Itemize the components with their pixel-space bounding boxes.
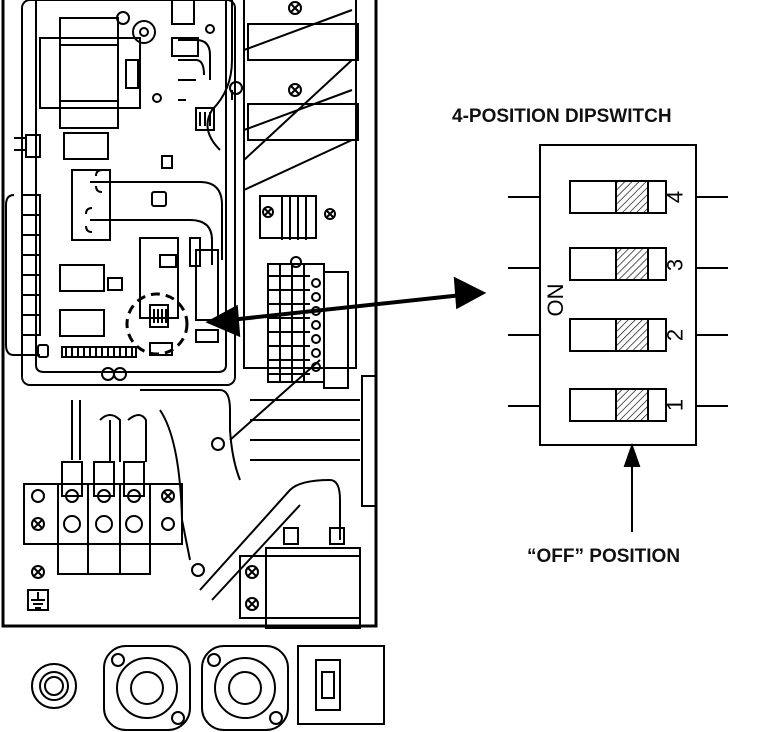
pcb-capacitor	[132, 20, 156, 44]
dipswitch-detail	[508, 144, 728, 532]
pcb-relay	[63, 132, 109, 160]
switch-number-3: 3	[663, 259, 688, 271]
knockouts	[31, 645, 385, 731]
switch-number-2: 2	[663, 329, 688, 341]
power-terminal-block	[23, 461, 183, 611]
dipswitch-pins	[508, 196, 728, 407]
off-position-label: “OFF” POSITION	[527, 546, 680, 567]
left-connectors	[5, 134, 41, 356]
power-switch	[297, 645, 385, 725]
conduit-fitting	[103, 645, 191, 731]
capacitor	[239, 375, 377, 629]
cable-gland	[31, 663, 77, 709]
lower-wiring	[71, 359, 360, 601]
switch-2	[569, 318, 667, 352]
switch-1	[569, 388, 667, 422]
pcb-relay	[59, 264, 105, 292]
pcb-board	[21, 0, 236, 386]
control-box	[1, 0, 378, 628]
pcb-mount-hole	[116, 11, 130, 25]
conduit-fitting	[201, 645, 289, 731]
switch-3	[569, 247, 667, 281]
control-box-enclosure	[1, 0, 378, 628]
pcb-inner-frame	[35, 0, 227, 373]
pcb-dipswitch	[149, 304, 169, 328]
switch-4	[569, 180, 667, 214]
dipswitch-title: 4-POSITION DIPSWITCH	[452, 106, 672, 127]
dipswitch-on-label: ON	[543, 284, 568, 317]
ground-symbol-icon	[27, 589, 49, 611]
callout-arrow	[205, 276, 487, 338]
dipswitch-body	[539, 144, 697, 446]
terminal-blocks-upper	[243, 0, 359, 389]
switch-number-4: 4	[663, 191, 688, 203]
transformer	[39, 17, 141, 129]
switch-number-1: 1	[663, 399, 688, 411]
pcb-relay	[59, 309, 105, 337]
pcb-mount-hole	[152, 93, 162, 103]
